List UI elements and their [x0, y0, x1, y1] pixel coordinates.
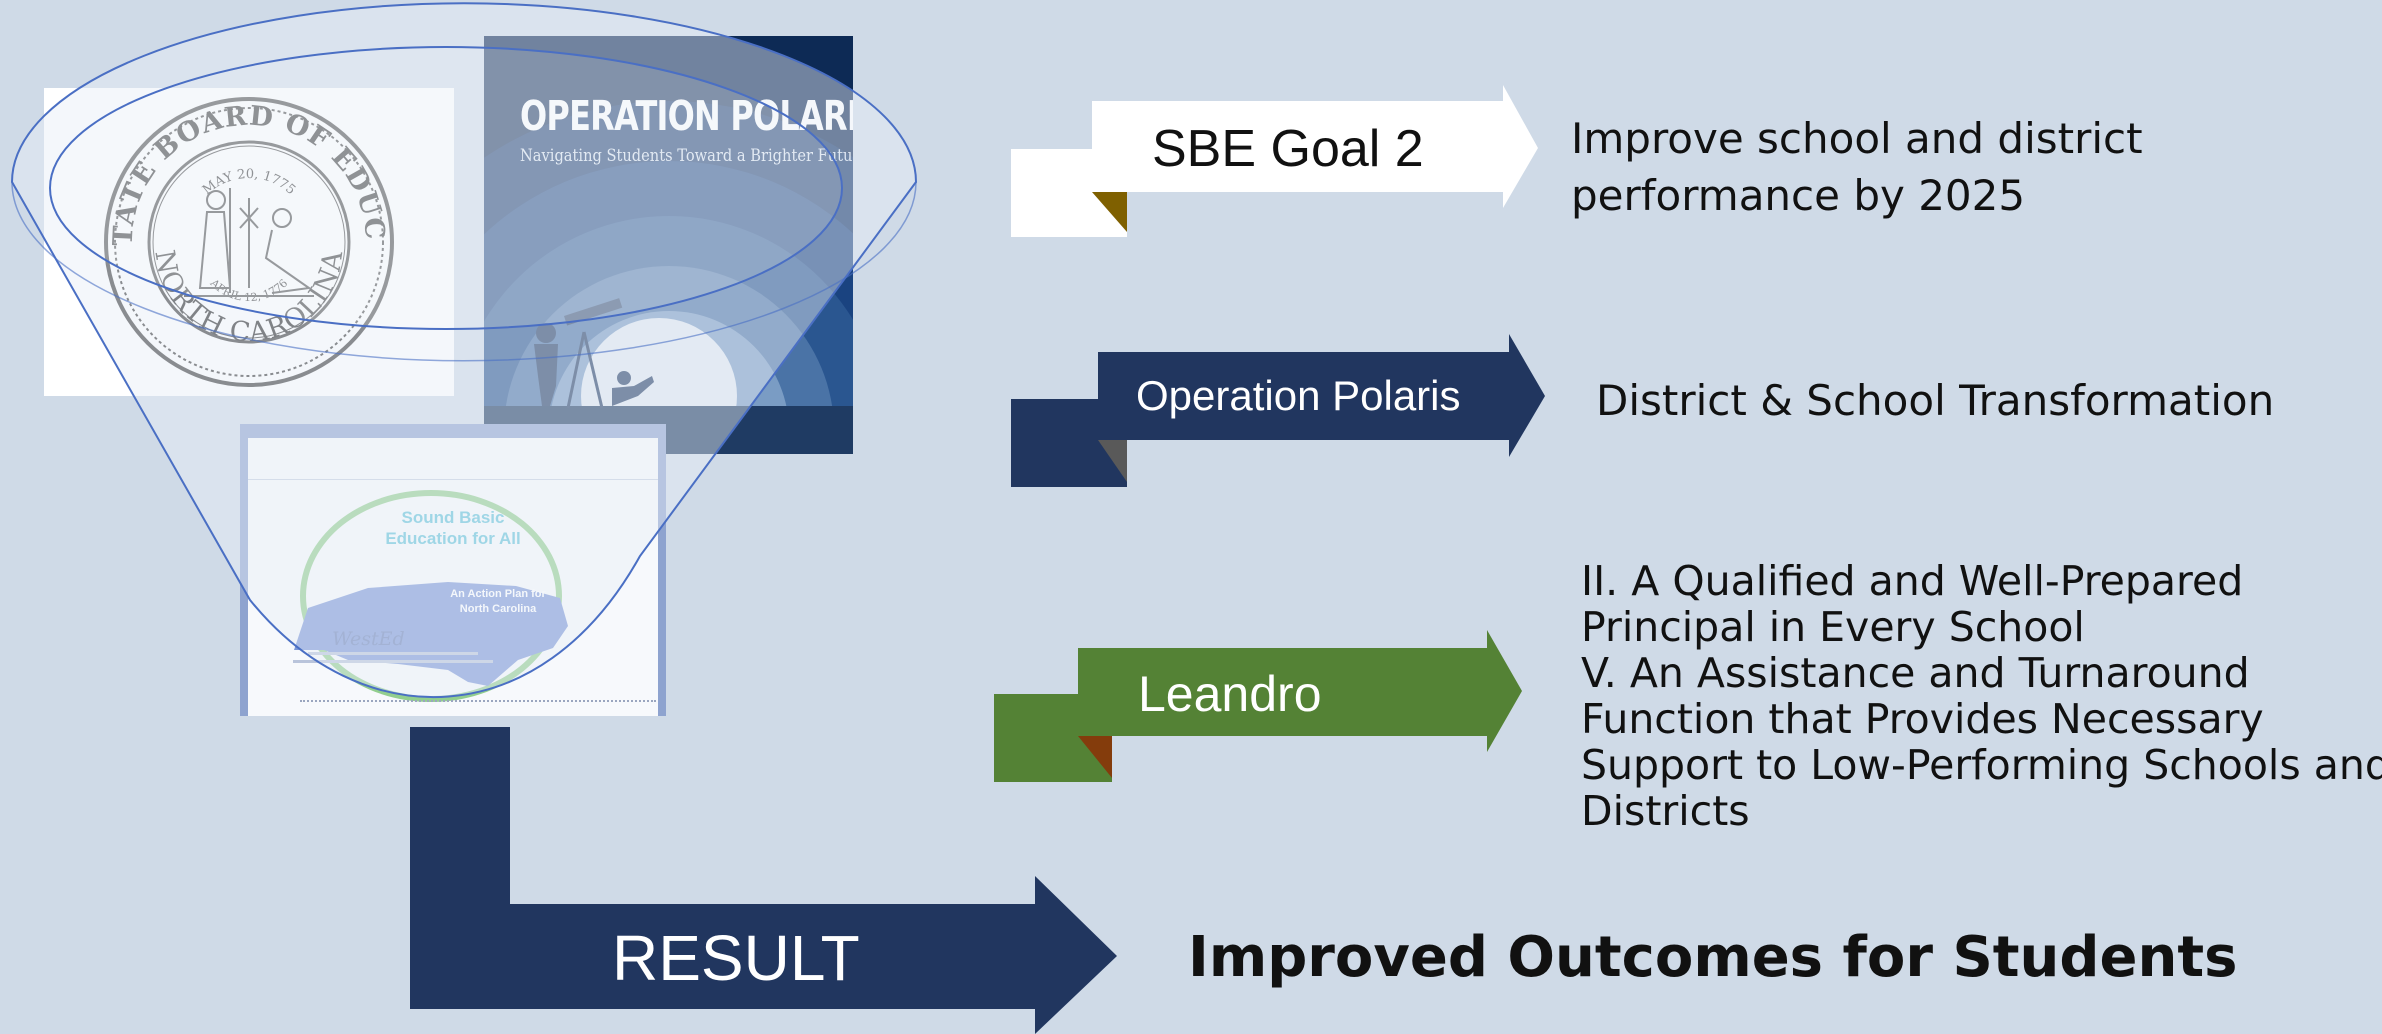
polaris-cover-subtitle: Navigating Students Toward a Brighter Fu… — [520, 146, 853, 166]
result-outcome: Improved Outcomes for Students — [1188, 925, 2238, 990]
funnel-shape — [10, 2, 918, 699]
polaris-cover-title: OPERATION POLARIS — [520, 92, 853, 140]
leandro-action-plan-cover-image: Sound Basic Education for All An Action … — [240, 424, 666, 716]
leandro-cover-title-line2: Education for All — [385, 529, 521, 548]
result-arrow — [410, 727, 1117, 1034]
stargazers-icon — [534, 298, 654, 409]
leandro-label: Leandro — [1138, 666, 1322, 722]
leandro-description-line: V. An Assistance and Turnaround — [1581, 649, 2250, 697]
sbe-goal-label: SBE Goal 2 — [1152, 120, 1424, 178]
state-board-seal-icon: THE STATE BOARD OF EDUCATION NORTH CAROL… — [31, 64, 394, 387]
leandro-description-line: Support to Low-Performing Schools and — [1581, 741, 2382, 789]
leandro-description-line: Districts — [1581, 787, 1750, 835]
funnel-inner-ring — [49, 46, 843, 330]
wested-logo: WestEd — [332, 628, 405, 650]
leandro-cover-map-line2: North Carolina — [459, 603, 537, 615]
sbe-goal-description-line: Improve school and district — [1571, 114, 2143, 163]
sbe-goal-description-line: performance by 2025 — [1571, 171, 2026, 220]
operation-polaris-description: District & School Transformation — [1596, 372, 2274, 429]
sbe-goal-arrow — [1011, 85, 1538, 237]
leandro-arrow — [994, 630, 1522, 782]
operation-polaris-label: Operation Polaris — [1136, 372, 1461, 419]
operation-polaris-description-line: District & School Transformation — [1596, 376, 2275, 425]
leandro-cover-title-line1: Sound Basic — [401, 508, 505, 527]
leandro-description: II. A Qualified and Well-Prepared Princi… — [1581, 558, 2382, 834]
leandro-description-line: II. A Qualified and Well-Prepared — [1581, 557, 2244, 605]
leandro-description-line: Function that Provides Necessary — [1581, 695, 2264, 743]
operation-polaris-cover-image: OPERATION POLARIS Navigating Students To… — [484, 36, 853, 454]
leandro-cover-map-line1: An Action Plan for — [450, 588, 546, 600]
state-board-seal-image: THE STATE BOARD OF EDUCATION NORTH CAROL… — [31, 64, 454, 396]
leandro-description-line: Principal in Every School — [1581, 603, 2085, 651]
sbe-goal-description: Improve school and district performance … — [1571, 110, 2143, 224]
operation-polaris-arrow — [1011, 334, 1545, 487]
result-label: RESULT — [612, 922, 860, 994]
